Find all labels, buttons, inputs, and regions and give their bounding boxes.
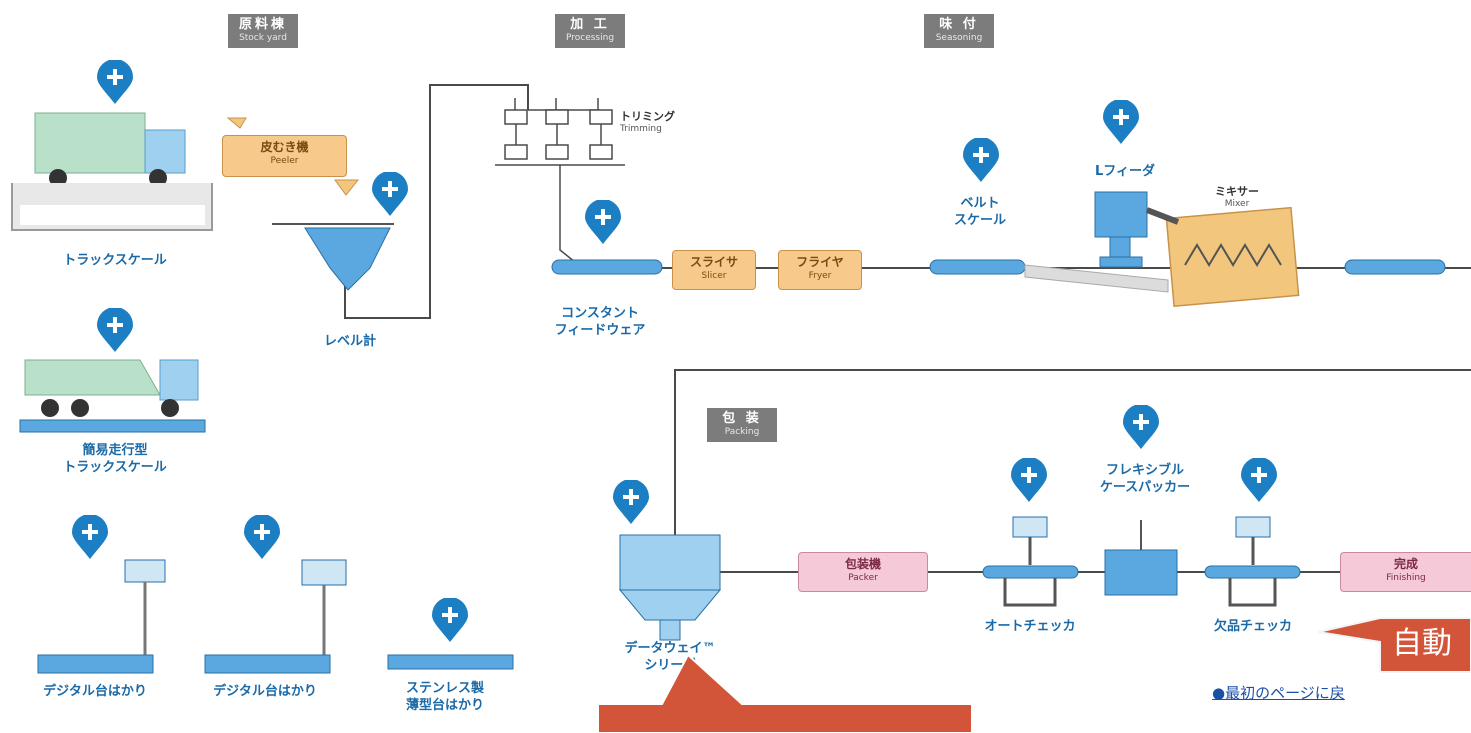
constant-feed-label: コンスタント フィードウェア — [530, 305, 670, 339]
plus-pin-dataway[interactable] — [612, 480, 650, 526]
truck-scale-equipment — [11, 112, 213, 231]
trimming-label: トリミング Trimming — [620, 110, 675, 136]
digital-scale-label-2: デジタル台はかり — [213, 684, 317, 699]
packer-en: Packer — [848, 573, 878, 583]
finishing-box: 完成 Finishing — [1340, 552, 1471, 592]
packer-jp: 包装機 — [844, 557, 881, 571]
plus-pin-digital-scale-1[interactable] — [71, 515, 109, 561]
level-gauge-equipment — [226, 117, 394, 291]
mixer-jp: ミキサー — [1215, 185, 1259, 198]
mixer-en: Mixer — [1224, 199, 1250, 209]
finishing-jp: 完成 — [1393, 557, 1418, 571]
stainless-scale-line2: 薄型台はかり — [405, 698, 484, 713]
plus-pin-l-feeder[interactable] — [1102, 100, 1140, 146]
peeler-jp: 皮むき機 — [260, 140, 309, 154]
stage-stock-en: Stock yard — [239, 33, 287, 43]
constant-feed-line2: フィードウェア — [554, 323, 646, 338]
trimming-en: Trimming — [620, 124, 662, 134]
packer-box: 包装機 Packer — [798, 552, 928, 592]
peeler-box: 皮むき機 Peeler — [222, 135, 347, 177]
stage-packing: 包 装 Packing — [707, 408, 777, 442]
plus-pin-digital-scale-2[interactable] — [243, 515, 281, 561]
stage-seasoning-jp: 味 付 — [939, 17, 979, 32]
stage-processing-en: Processing — [565, 33, 615, 43]
stainless-scale-line1: ステンレス製 — [405, 681, 484, 696]
plus-pin-simple-truck-scale[interactable] — [96, 308, 134, 354]
stainless-scale-label: ステンレス製 薄型台はかり — [380, 680, 510, 714]
pipe-to-trimming — [344, 84, 529, 319]
stage-stock-yard: 原料棟 Stock yard — [228, 14, 298, 48]
belt-scale-line2: スケール — [953, 213, 1006, 228]
slicer-box: スライサ Slicer — [672, 250, 756, 290]
back-to-top-link[interactable]: ●最初のページに戻 — [1212, 684, 1345, 702]
plus-pin-missing-checker[interactable] — [1240, 458, 1278, 504]
dataway-label: データウェイ™ シリーズ — [600, 640, 740, 674]
stage-processing-jp: 加 工 — [570, 17, 610, 32]
trimming-equipment — [495, 98, 625, 263]
level-gauge-label: レベル計 — [323, 334, 376, 349]
stage-processing: 加 工 Processing — [555, 14, 625, 48]
belt-scale-label: ベルト スケール — [940, 195, 1020, 229]
belt-scale-line1: ベルト — [960, 196, 1000, 211]
slicer-en: Slicer — [701, 271, 727, 281]
dataway-equipment — [618, 534, 722, 641]
dataway-line1: データウェイ™ — [624, 641, 716, 656]
stage-stock-jp: 原料棟 — [238, 17, 287, 32]
simple-truck-scale-line2: トラックスケール — [63, 460, 167, 475]
plus-pin-flexible-packer[interactable] — [1122, 405, 1160, 451]
stage-seasoning-en: Seasoning — [935, 33, 983, 43]
stage-packing-en: Packing — [724, 427, 760, 437]
checker-equipment — [982, 516, 1301, 607]
conveyors — [551, 259, 1446, 275]
mixer-label: ミキサー Mixer — [1202, 185, 1272, 211]
plus-pin-constant-feed[interactable] — [584, 200, 622, 246]
fryer-jp: フライヤ — [796, 255, 844, 269]
fryer-box: フライヤ Fryer — [778, 250, 862, 290]
l-feeder-label: Lフィーダ — [1094, 164, 1156, 179]
slicer-jp: スライサ — [689, 255, 738, 269]
lfeeder-equipment — [1094, 191, 1180, 268]
auto-checker-label: オートチェッカ — [984, 619, 1076, 634]
flexible-packer-line1: フレキシブル — [1105, 463, 1184, 478]
plus-pin-stainless-scale[interactable] — [431, 598, 469, 644]
missing-checker-label: 欠品チェッカ — [1213, 619, 1292, 634]
constant-feed-line1: コンスタント — [561, 306, 639, 321]
digital-scale-label-1: デジタル台はかり — [43, 684, 147, 699]
simple-truck-scale-label: 簡易走行型 トラックスケール — [40, 442, 190, 476]
stage-seasoning: 味 付 Seasoning — [924, 14, 994, 48]
simple-truck-scale-equipment — [19, 359, 206, 433]
plus-pin-belt-scale[interactable] — [962, 138, 1000, 184]
flexible-packer-label: フレキシブル ケースパッカー — [1085, 462, 1205, 496]
plus-pin-auto-checker[interactable] — [1010, 458, 1048, 504]
truck-scale-label: トラックスケール — [63, 253, 167, 268]
callout-right-text: 自動 — [1392, 626, 1452, 661]
mixer-equipment — [1165, 206, 1300, 308]
plus-pin-level-gauge[interactable] — [371, 172, 409, 218]
dataway-line2: シリーズ — [644, 658, 696, 673]
finishing-en: Finishing — [1386, 573, 1426, 583]
simple-truck-scale-line1: 簡易走行型 — [82, 443, 148, 458]
pipe-to-packing — [674, 369, 1471, 540]
stage-packing-jp: 包 装 — [722, 411, 762, 426]
trimming-jp: トリミング — [620, 110, 675, 123]
flexible-packer-line2: ケースパッカー — [1099, 480, 1191, 495]
plus-pin-truck-scale[interactable] — [96, 60, 134, 106]
peeler-en: Peeler — [270, 156, 299, 166]
fryer-en: Fryer — [808, 271, 832, 281]
belt-slope — [1024, 264, 1169, 293]
digital-scale-equipment — [37, 559, 514, 674]
